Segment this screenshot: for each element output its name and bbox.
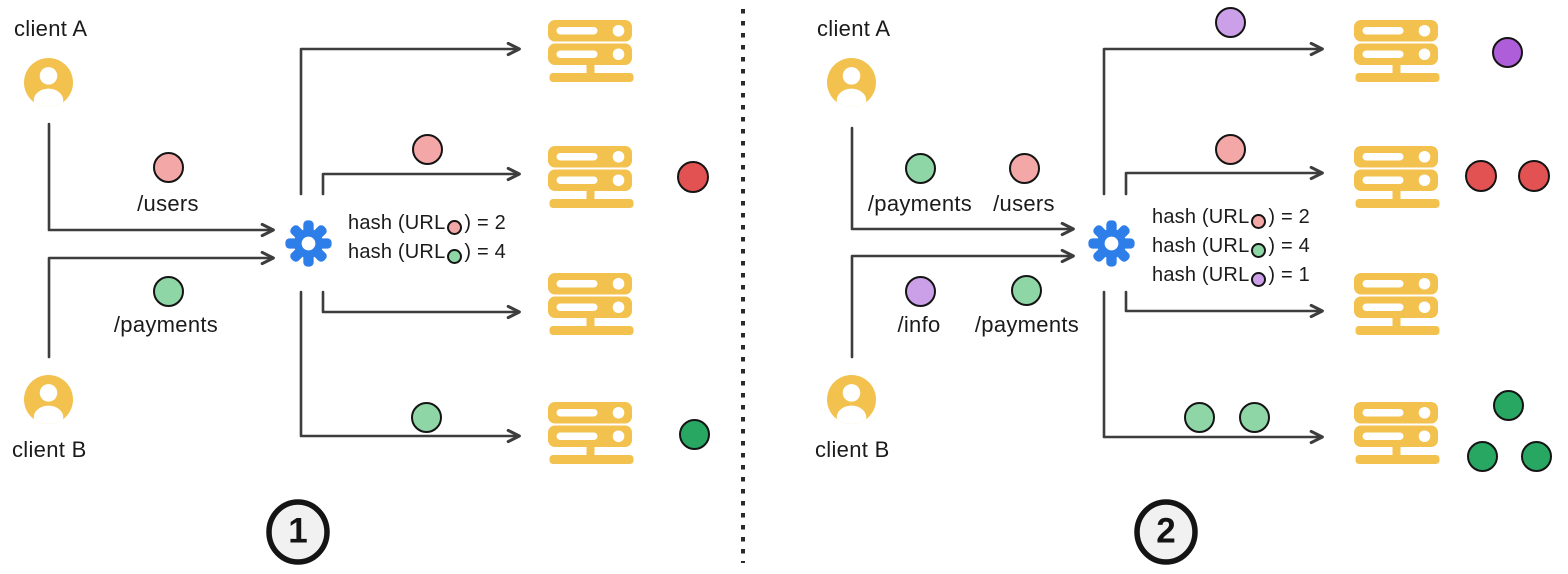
transit-dot-to-server2 <box>1215 134 1246 165</box>
step-1-number: 1 <box>288 511 308 551</box>
client-b-arrow <box>47 250 275 359</box>
hash-rule-1: hash (URL ) = 2 <box>348 209 506 238</box>
server-3-icon <box>1354 273 1440 335</box>
hash-rule-suffix: ) = 4 <box>464 241 506 263</box>
client-b-label: client B <box>12 437 87 462</box>
hash-rule-3: hash (URL ) = 1 <box>1152 261 1310 290</box>
client-a-person-icon <box>24 58 73 112</box>
transit-dot-to-server1 <box>1215 7 1246 38</box>
client-a-arrow <box>850 126 1075 237</box>
server-2-icon <box>1354 146 1440 208</box>
processed-dot-server4 <box>679 419 710 450</box>
hash-rule-prefix: hash (URL <box>1152 264 1250 286</box>
load-balancer-gear-icon <box>285 220 332 267</box>
transit-dot-to-server2 <box>412 134 443 165</box>
client-a-arrow <box>47 122 275 238</box>
pink-url-dot-icon <box>1251 214 1267 229</box>
pink-url-dot-icon <box>447 220 463 235</box>
server-2-icon <box>548 146 634 208</box>
lb-to-server2-arrow <box>1124 165 1324 196</box>
client-a-label: client A <box>817 16 891 41</box>
server-4-icon <box>548 402 634 464</box>
processed-dot-server4 <box>1467 441 1498 472</box>
route-label-payments: /payments <box>867 191 973 216</box>
processed-dot-server2 <box>1518 160 1550 192</box>
server-3-icon <box>548 273 634 335</box>
transit-dot-to-server4 <box>1239 402 1270 433</box>
client-b-person-icon <box>827 375 876 429</box>
processed-dot-server4 <box>1493 390 1524 421</box>
lb-to-server4-arrow <box>299 290 521 444</box>
client-b-arrow <box>850 248 1075 359</box>
hash-rule-suffix: ) = 4 <box>1268 235 1310 257</box>
client-b-person-icon <box>24 375 73 429</box>
step-2-badge-circle <box>1134 499 1198 565</box>
request-dot-users <box>1009 153 1040 184</box>
route-label-users: /users <box>993 191 1055 216</box>
lb-to-server1-arrow <box>1102 41 1324 196</box>
client-a-person-icon <box>827 58 876 112</box>
route-label-info: /info <box>897 312 941 337</box>
lb-to-server2-arrow <box>321 166 521 196</box>
request-dot-users <box>153 152 184 183</box>
hash-rule-suffix: ) = 2 <box>1268 206 1310 228</box>
processed-dot-server4 <box>1521 441 1552 472</box>
hash-rule-1: hash (URL ) = 2 <box>1152 203 1310 232</box>
lb-to-server1-arrow <box>299 41 521 196</box>
server-1-icon <box>548 20 634 82</box>
request-dot-payments <box>153 276 184 307</box>
request-dot-info <box>905 276 936 307</box>
hash-rule-prefix: hash (URL <box>348 212 446 234</box>
lb-to-server4-arrow <box>1102 290 1324 445</box>
hash-rule-prefix: hash (URL <box>1152 235 1250 257</box>
processed-dot-server2 <box>1465 160 1497 192</box>
hash-rule-2: hash (URL ) = 4 <box>348 238 506 267</box>
request-dot-payments <box>905 153 936 184</box>
server-4-icon <box>1354 402 1440 464</box>
request-dot-payments <box>1011 275 1042 306</box>
step-1-badge-circle <box>266 499 330 565</box>
client-a-label: client A <box>14 16 88 41</box>
green-url-dot-icon <box>1251 243 1267 258</box>
hash-rule-prefix: hash (URL <box>348 241 446 263</box>
lb-to-server3-arrow <box>1124 290 1324 319</box>
server-1-icon <box>1354 20 1440 82</box>
lb-to-server3-arrow <box>321 290 521 320</box>
purple-url-dot-icon <box>1251 272 1267 287</box>
transit-dot-to-server4 <box>1184 402 1215 433</box>
step-2-number: 2 <box>1156 511 1176 551</box>
client-b-label: client B <box>815 437 890 462</box>
hash-rule-suffix: ) = 1 <box>1268 264 1310 286</box>
hash-rule-suffix: ) = 2 <box>464 212 506 234</box>
route-label-payments: /payments <box>113 312 219 337</box>
hash-rule-prefix: hash (URL <box>1152 206 1250 228</box>
route-label-payments: /payments <box>974 312 1080 337</box>
processed-dot-server2 <box>677 161 709 193</box>
hash-rules: hash (URL ) = 2 hash (URL ) = 4 <box>348 209 506 267</box>
processed-dot-server1 <box>1492 37 1523 68</box>
hash-rule-2: hash (URL ) = 4 <box>1152 232 1310 261</box>
green-url-dot-icon <box>447 249 463 264</box>
hash-rules: hash (URL ) = 2 hash (URL ) = 4 hash (URL)… <box>1152 203 1310 290</box>
load-balancer-gear-icon <box>1088 220 1135 267</box>
route-label-users: /users <box>137 191 199 216</box>
transit-dot-to-server4 <box>411 402 442 433</box>
